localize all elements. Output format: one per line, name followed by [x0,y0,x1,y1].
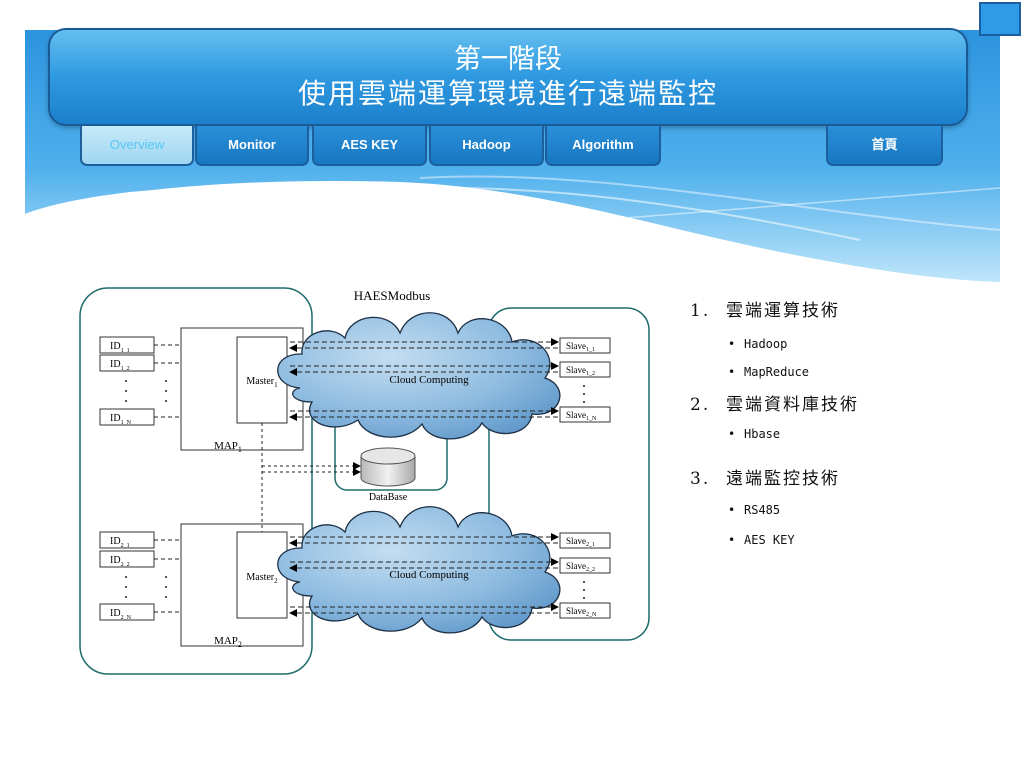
database-label: DataBase [369,492,408,503]
diagram-title: HAESModbus [354,288,431,303]
id-1-1-label: ID1_1 [110,341,130,354]
bullet-icon: • [728,337,736,351]
page-title-line1: 第一階段 [454,44,562,75]
right-container [488,307,650,641]
cloud-label-top: Cloud Computing [389,374,469,386]
list-item: •Hbase [690,420,1010,448]
tab-overview[interactable]: Overview [80,126,194,166]
master1-box [236,336,288,424]
master2-label: Master2 [246,572,278,585]
slave-1-n-box [559,406,611,423]
list-item: •AES KEY [690,526,1010,554]
slave-2-2-box [559,557,611,574]
topic-2-heading: 2.雲端資料庫技術 [690,395,859,415]
list-item: •Hadoop [690,330,1010,358]
slave-2-1-box [559,532,611,549]
tab-algorithm[interactable]: Algorithm [545,126,661,166]
page-title-line2: 使用雲端運算環境進行遠端監控 [297,77,718,110]
id-2-2-label: ID2_2 [110,555,130,568]
list-item: •RS485 [690,496,1010,524]
bullet-icon: • [728,427,736,441]
slave-1-2-label: Slave1_2 [566,365,595,377]
map2-label: MAP2 [214,635,242,649]
id-2-n-label: ID2_N [110,608,132,621]
tab-aes-key[interactable]: AES KEY [312,126,427,166]
slave-2-1-label: Slave2_1 [566,536,595,548]
slave-1-n-label: Slave1_N [566,410,597,422]
master1-label: Master1 [246,376,278,389]
ellipsis-dots-slaves2 [583,581,585,599]
list-item: •MapReduce [690,358,1010,386]
master2-box [236,531,288,619]
left-container [79,287,313,675]
title-banner: 第一階段 使用雲端運算環境進行遠端監控 [48,28,968,126]
bullet-icon: • [728,533,736,547]
topic-3-heading: 3.遠端監控技術 [690,469,840,489]
home-button[interactable]: 首頁 [826,126,943,166]
corner-square-decoration [979,2,1021,36]
slave-2-n-label: Slave2_N [566,606,597,618]
bullet-icon: • [728,365,736,379]
slave-1-1-label: Slave1_1 [566,341,595,353]
tab-monitor[interactable]: Monitor [195,126,309,166]
slave-2-n-box [559,602,611,619]
ellipsis-dots-map1 [125,380,167,402]
topic-1-heading: 1.雲端運算技術 [690,301,840,321]
id-2-1-label: ID2_1 [110,536,130,549]
slave-1-1-box [559,337,611,354]
ellipsis-dots-map2 [125,576,167,598]
tab-hadoop[interactable]: Hadoop [429,126,544,166]
cloud-label-bottom: Cloud Computing [389,569,469,581]
slave-1-2-box [559,361,611,378]
bullet-icon: • [728,503,736,517]
id-1-n-label: ID1_N [110,413,132,426]
id-1-2-label: ID1_2 [110,359,130,372]
ellipsis-dots-slaves1 [583,385,585,403]
database-icon [360,447,416,487]
slave-2-2-label: Slave2_2 [566,561,595,573]
map1-label: MAP1 [214,440,242,454]
topic-list: 1.雲端運算技術 •Hadoop •MapReduce 2.雲端資料庫技術 •H… [690,298,1010,554]
